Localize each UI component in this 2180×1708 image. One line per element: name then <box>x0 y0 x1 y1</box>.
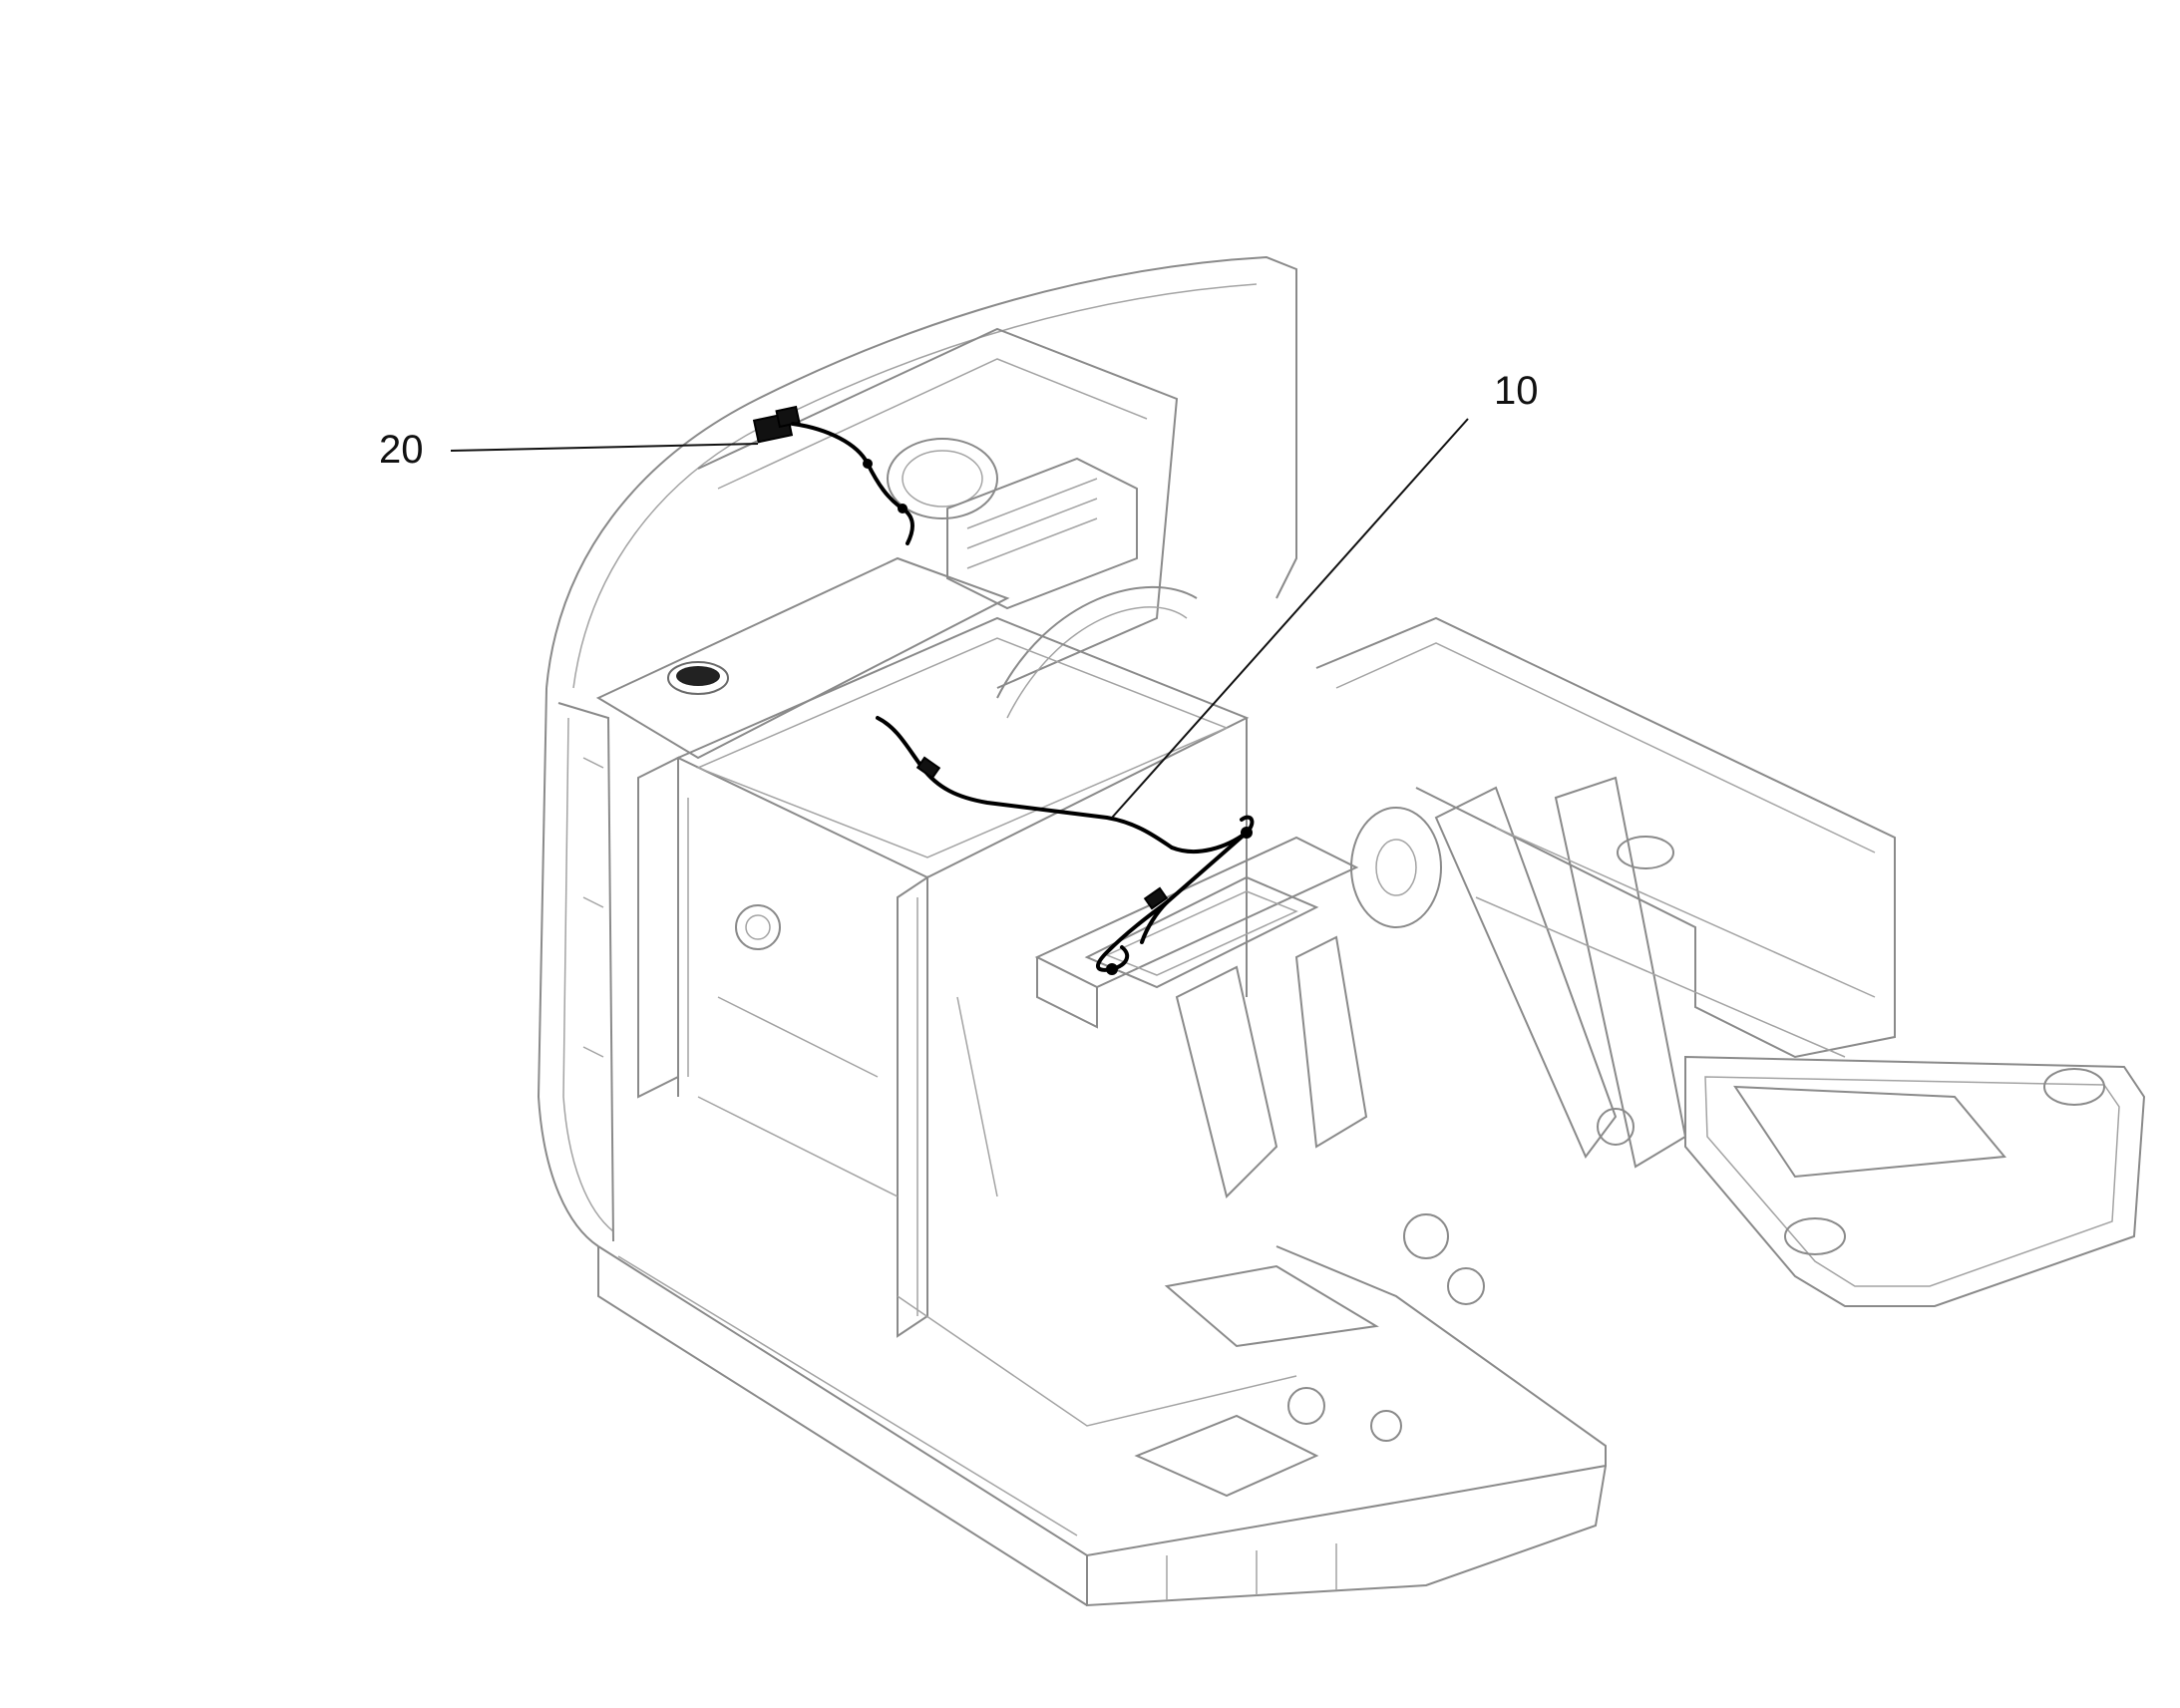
leader-line-10 <box>1111 418 1469 819</box>
callout-label-10: 10 <box>1494 369 1539 413</box>
lower-floor-platform <box>597 1245 1607 1607</box>
callout-10: 10 <box>1111 369 1539 819</box>
leader-line-20 <box>450 443 759 452</box>
central-frame <box>637 616 1368 1338</box>
callout-label-20: 20 <box>379 428 424 472</box>
boom-bracket <box>1315 616 2146 1307</box>
upper-frame-housing <box>537 255 1297 1247</box>
callout-20: 20 <box>379 428 759 472</box>
wire-harness-frame <box>876 716 1255 975</box>
wire-harness-cab-connector <box>752 405 914 545</box>
